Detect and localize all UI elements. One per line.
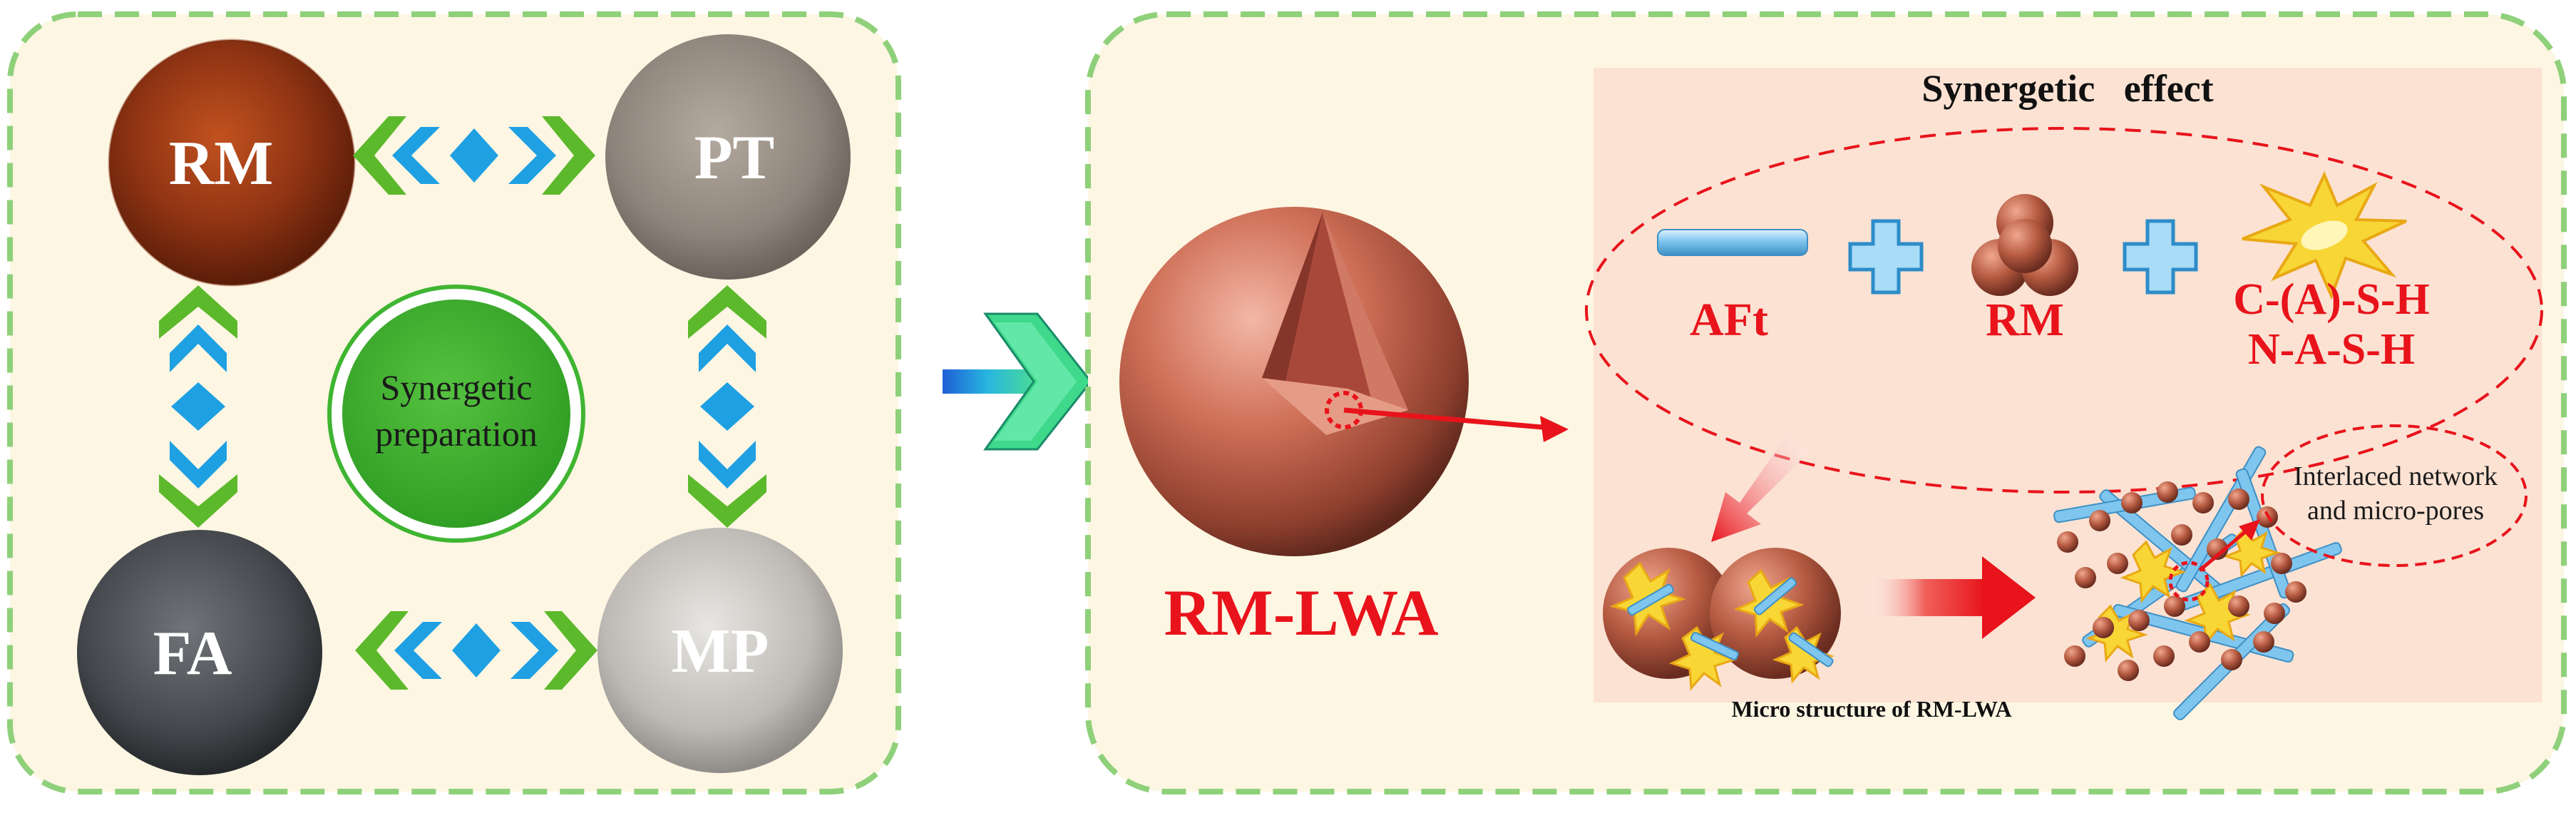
aft-label: AFt bbox=[1690, 294, 1768, 346]
pt-dish: PT bbox=[605, 34, 851, 280]
synergetic-preparation-circle: Synergetic preparation bbox=[327, 285, 585, 543]
product-label: RM-LWA bbox=[1164, 576, 1438, 649]
micro-caption: Micro structure of RM-LWA bbox=[1731, 696, 2011, 722]
zoom-arrow bbox=[1343, 407, 1569, 442]
rm-synergy-label: RM bbox=[1986, 294, 2064, 346]
aft-rod bbox=[1657, 229, 1808, 256]
right-arrow-icon bbox=[943, 312, 1092, 451]
fa-dish: FA bbox=[77, 530, 322, 775]
gel-starburst bbox=[2242, 171, 2407, 300]
double-chevron-arrow-icon bbox=[353, 116, 595, 195]
network-callout bbox=[2261, 424, 2528, 567]
network-note-line-1: Interlaced network bbox=[2294, 461, 2498, 491]
synergy-ellipse bbox=[1585, 127, 2543, 494]
interlaced-network bbox=[2053, 446, 2342, 720]
nash-label: N-A-S-H bbox=[2248, 325, 2415, 374]
double-chevron-arrow-icon bbox=[688, 285, 766, 528]
rm-label: RM bbox=[169, 129, 274, 198]
coated-particles bbox=[1603, 548, 1841, 691]
down-left-arrow bbox=[1711, 436, 1811, 542]
rm-dish: RM bbox=[108, 39, 356, 287]
rm-lwa-sphere bbox=[1119, 207, 1469, 556]
csh-label: C-(A)-S-H bbox=[2233, 275, 2430, 324]
center-line-2: preparation bbox=[375, 414, 538, 454]
transform-arrow bbox=[1864, 556, 2036, 639]
rm-particles bbox=[1971, 194, 2078, 296]
mp-dish: MP bbox=[597, 528, 843, 773]
plus-icon bbox=[2123, 219, 2198, 295]
mp-label: MP bbox=[672, 617, 769, 686]
double-chevron-arrow-icon bbox=[355, 611, 597, 690]
double-chevron-arrow-icon bbox=[159, 285, 237, 528]
plus-icon bbox=[1848, 219, 1924, 295]
fa-label: FA bbox=[153, 619, 232, 688]
center-line-1: Synergetic bbox=[381, 367, 533, 407]
synergy-title: Synergetic effect bbox=[1921, 67, 2213, 110]
pt-label: PT bbox=[694, 123, 774, 193]
network-note-line-2: and micro-pores bbox=[2307, 496, 2484, 526]
